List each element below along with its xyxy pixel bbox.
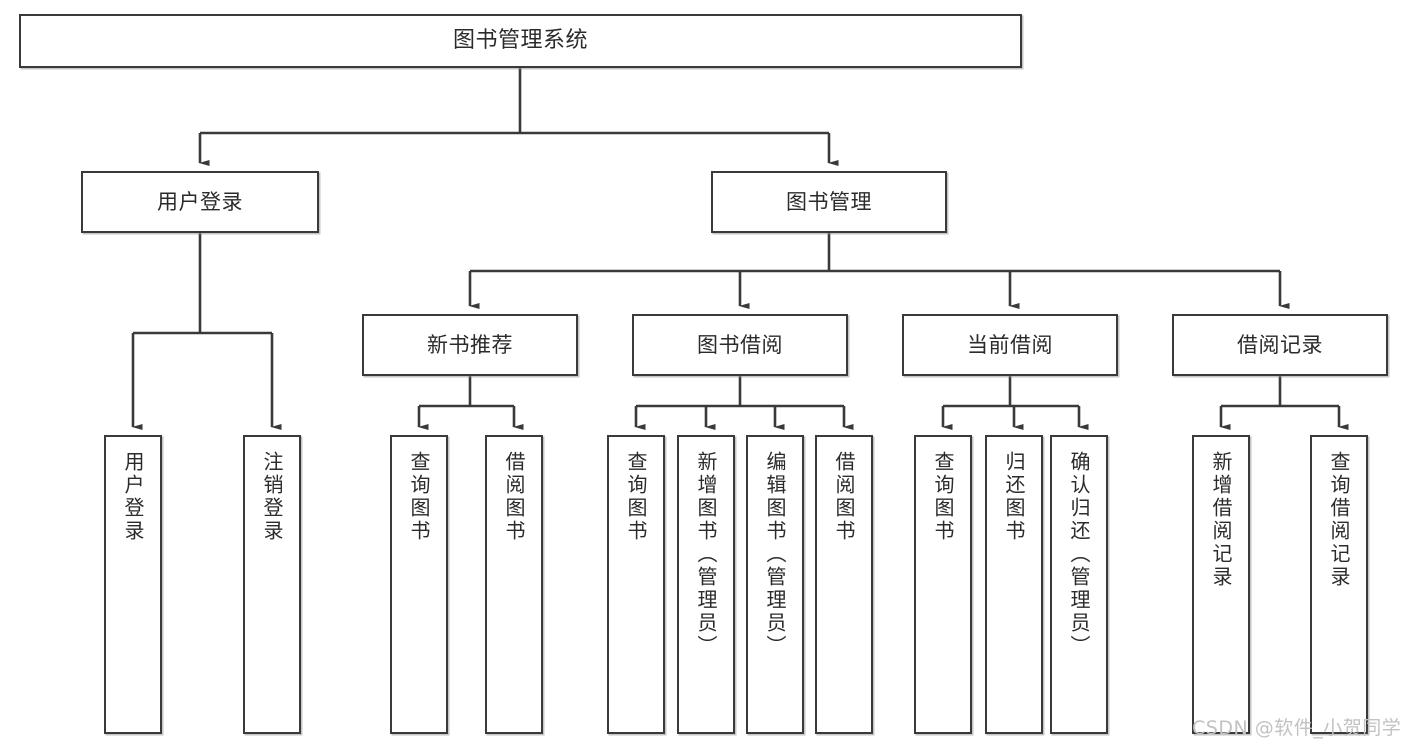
node-leaf-borrow-book-2-label: 借阅图书 <box>832 451 856 543</box>
node-leaf-confirm-return-label: 确认归还（管理员） <box>1067 451 1091 658</box>
node-leaf-return-book[interactable]: 归还图书 <box>985 435 1043 734</box>
node-leaf-edit-book[interactable]: 编辑图书（管理员） <box>746 435 804 734</box>
node-leaf-return-book-label: 归还图书 <box>1002 451 1026 543</box>
node-current-borrow-label: 当前借阅 <box>967 332 1053 357</box>
node-root-label: 图书管理系统 <box>452 28 588 54</box>
node-leaf-confirm-return[interactable]: 确认归还（管理员） <box>1050 435 1108 734</box>
node-current-borrow[interactable]: 当前借阅 <box>902 314 1118 376</box>
node-leaf-query-book-1-label: 查询图书 <box>407 451 431 543</box>
node-leaf-query-record-label: 查询借阅记录 <box>1327 451 1351 589</box>
node-leaf-query-book-3[interactable]: 查询图书 <box>914 435 972 734</box>
node-leaf-borrow-book-1-label: 借阅图书 <box>502 451 526 543</box>
node-leaf-query-book-1[interactable]: 查询图书 <box>390 435 448 734</box>
node-leaf-logout-label: 注销登录 <box>260 451 284 543</box>
node-borrow-record-label: 借阅记录 <box>1237 332 1323 357</box>
node-borrow-record[interactable]: 借阅记录 <box>1172 314 1388 376</box>
node-leaf-add-record-label: 新增借阅记录 <box>1209 451 1233 589</box>
node-leaf-query-book-3-label: 查询图书 <box>931 451 955 543</box>
node-root[interactable]: 图书管理系统 <box>19 14 1022 68</box>
node-leaf-borrow-book-2[interactable]: 借阅图书 <box>815 435 873 734</box>
node-leaf-edit-book-label: 编辑图书（管理员） <box>763 451 787 658</box>
node-leaf-add-record[interactable]: 新增借阅记录 <box>1192 435 1250 734</box>
node-new-book-recommend[interactable]: 新书推荐 <box>362 314 578 376</box>
node-user-login[interactable]: 用户登录 <box>81 171 319 233</box>
node-book-manage[interactable]: 图书管理 <box>711 171 947 233</box>
node-leaf-borrow-book-1[interactable]: 借阅图书 <box>485 435 543 734</box>
node-new-book-recommend-label: 新书推荐 <box>427 332 513 357</box>
node-leaf-query-book-2[interactable]: 查询图书 <box>607 435 665 734</box>
node-book-borrow-label: 图书借阅 <box>697 332 783 357</box>
watermark: CSDN @软件_小贺同学 <box>1192 717 1402 739</box>
node-leaf-query-book-2-label: 查询图书 <box>624 451 648 543</box>
node-leaf-user-login-label: 用户登录 <box>121 451 145 543</box>
node-leaf-query-record[interactable]: 查询借阅记录 <box>1310 435 1368 734</box>
node-leaf-user-login[interactable]: 用户登录 <box>104 435 162 734</box>
node-book-borrow[interactable]: 图书借阅 <box>632 314 848 376</box>
node-leaf-logout[interactable]: 注销登录 <box>243 435 301 734</box>
node-book-manage-label: 图书管理 <box>786 189 872 214</box>
node-leaf-add-book[interactable]: 新增图书（管理员） <box>677 435 735 734</box>
node-user-login-label: 用户登录 <box>157 189 243 214</box>
node-leaf-add-book-label: 新增图书（管理员） <box>694 451 718 658</box>
